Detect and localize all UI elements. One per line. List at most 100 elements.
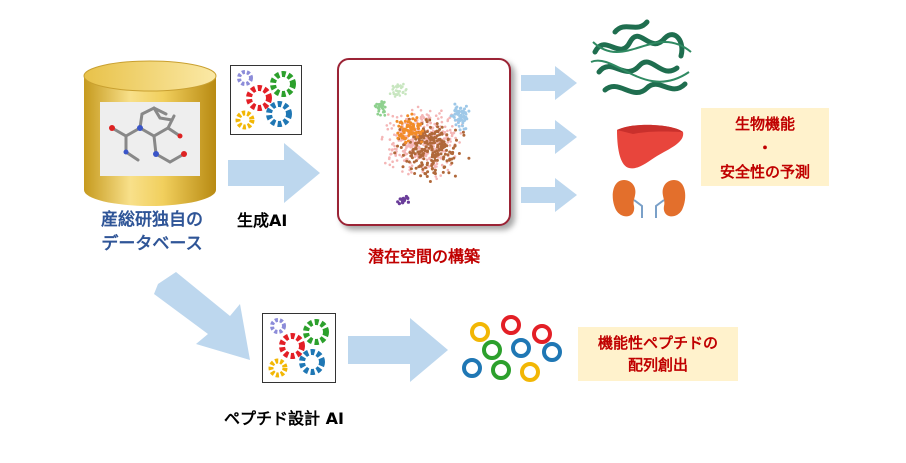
- scatter-point: [461, 130, 465, 134]
- scatter-point: [424, 166, 427, 170]
- scatter-point: [442, 155, 446, 159]
- scatter-point: [440, 109, 443, 112]
- scatter-point: [429, 125, 432, 129]
- scatter-point: [419, 174, 423, 178]
- scatter-point: [436, 117, 440, 120]
- scatter-point: [376, 112, 380, 116]
- generative-ai-label: 生成AI: [237, 211, 288, 230]
- scatter-point: [435, 165, 438, 168]
- scatter-point: [430, 145, 434, 149]
- scatter-point: [379, 113, 382, 117]
- scatter-point: [455, 105, 459, 109]
- liver-image: [617, 124, 684, 169]
- scatter-point: [450, 161, 454, 165]
- scatter-point: [391, 88, 394, 91]
- scatter-point: [458, 141, 461, 144]
- scatter-point: [391, 160, 394, 163]
- scatter-point: [448, 144, 452, 147]
- scatter-point: [413, 172, 417, 175]
- scatter-point: [450, 151, 454, 155]
- scatter-point: [434, 175, 438, 178]
- scatter-point: [451, 114, 455, 118]
- peptide-output-box: 機能性ペプチドの 配列創出: [578, 327, 738, 381]
- scatter-point: [425, 130, 429, 133]
- scatter-point: [436, 130, 440, 134]
- gear-red-icon: [246, 85, 272, 111]
- gear-purple-icon: [237, 70, 253, 86]
- scatter-point: [416, 127, 420, 130]
- scatter-point: [389, 152, 392, 156]
- scatter-point: [410, 156, 414, 160]
- scatter-point: [432, 154, 436, 157]
- scatter-point: [406, 200, 410, 204]
- scatter-point: [393, 95, 397, 98]
- scatter-point: [387, 157, 391, 161]
- scatter-point: [415, 116, 419, 120]
- scatter-point: [407, 145, 410, 148]
- scatter-point: [398, 128, 402, 131]
- scatter-point: [420, 129, 424, 133]
- scatter-point: [401, 150, 405, 153]
- scatter-point: [440, 148, 444, 152]
- scatter-point: [419, 136, 423, 140]
- scatter-point: [409, 122, 413, 125]
- scatter-point: [446, 168, 450, 172]
- scatter-point: [422, 157, 426, 161]
- scatter-point: [412, 135, 416, 139]
- scatter-point: [428, 109, 432, 113]
- scatter-point: [440, 163, 444, 167]
- scatter-point: [439, 174, 442, 177]
- scatter-point: [411, 149, 415, 153]
- scatter-point: [374, 105, 378, 109]
- scatter-point: [386, 127, 390, 131]
- scatter-point: [454, 128, 457, 132]
- scatter-point: [448, 158, 451, 162]
- scatter-point: [457, 124, 461, 128]
- scatter-point: [453, 174, 457, 178]
- scatter-point: [410, 112, 414, 116]
- scatter-point: [440, 132, 444, 136]
- scatter-point: [401, 170, 404, 173]
- scatter-point: [411, 124, 415, 128]
- scatter-point: [421, 170, 425, 174]
- scatter-point: [406, 139, 410, 143]
- scatter-point: [408, 132, 412, 136]
- scatter-point: [424, 118, 428, 122]
- gear-blue-icon: [266, 101, 292, 127]
- scatter-point: [391, 84, 395, 88]
- scatter-point: [400, 136, 404, 140]
- scatter-point: [409, 167, 413, 171]
- scatter-point: [420, 118, 423, 121]
- scatter-point: [443, 165, 447, 169]
- scatter-point: [433, 168, 437, 172]
- arrow-to-liver: [521, 120, 577, 154]
- peptide-rings-image: [462, 315, 562, 382]
- scatter-point: [408, 124, 412, 128]
- scatter-point: [396, 131, 400, 135]
- scatter-point: [425, 175, 429, 178]
- scatter-point: [381, 135, 384, 139]
- scatter-point: [399, 86, 403, 90]
- scatter-point: [429, 137, 433, 141]
- scatter-point: [457, 152, 461, 155]
- scatter-point: [381, 101, 385, 105]
- scatter-point: [426, 123, 429, 127]
- scatter-point: [460, 110, 464, 114]
- scatter-point: [441, 170, 445, 174]
- scatter-point: [407, 120, 411, 124]
- scatter-point: [418, 138, 421, 142]
- scatter-point: [387, 113, 390, 116]
- scatter-point: [438, 112, 441, 115]
- scatter-point: [452, 131, 456, 135]
- scatter-point: [404, 89, 407, 92]
- scatter-point: [445, 159, 449, 163]
- scatter-point: [439, 152, 443, 156]
- scatter-point: [377, 106, 380, 109]
- scatter-point: [414, 166, 418, 170]
- scatter-point: [416, 141, 420, 145]
- scatter-point: [413, 155, 417, 159]
- scatter-point: [418, 131, 422, 135]
- scatter-point: [391, 114, 395, 118]
- scatter-point: [416, 105, 420, 109]
- scatter-point: [430, 148, 434, 152]
